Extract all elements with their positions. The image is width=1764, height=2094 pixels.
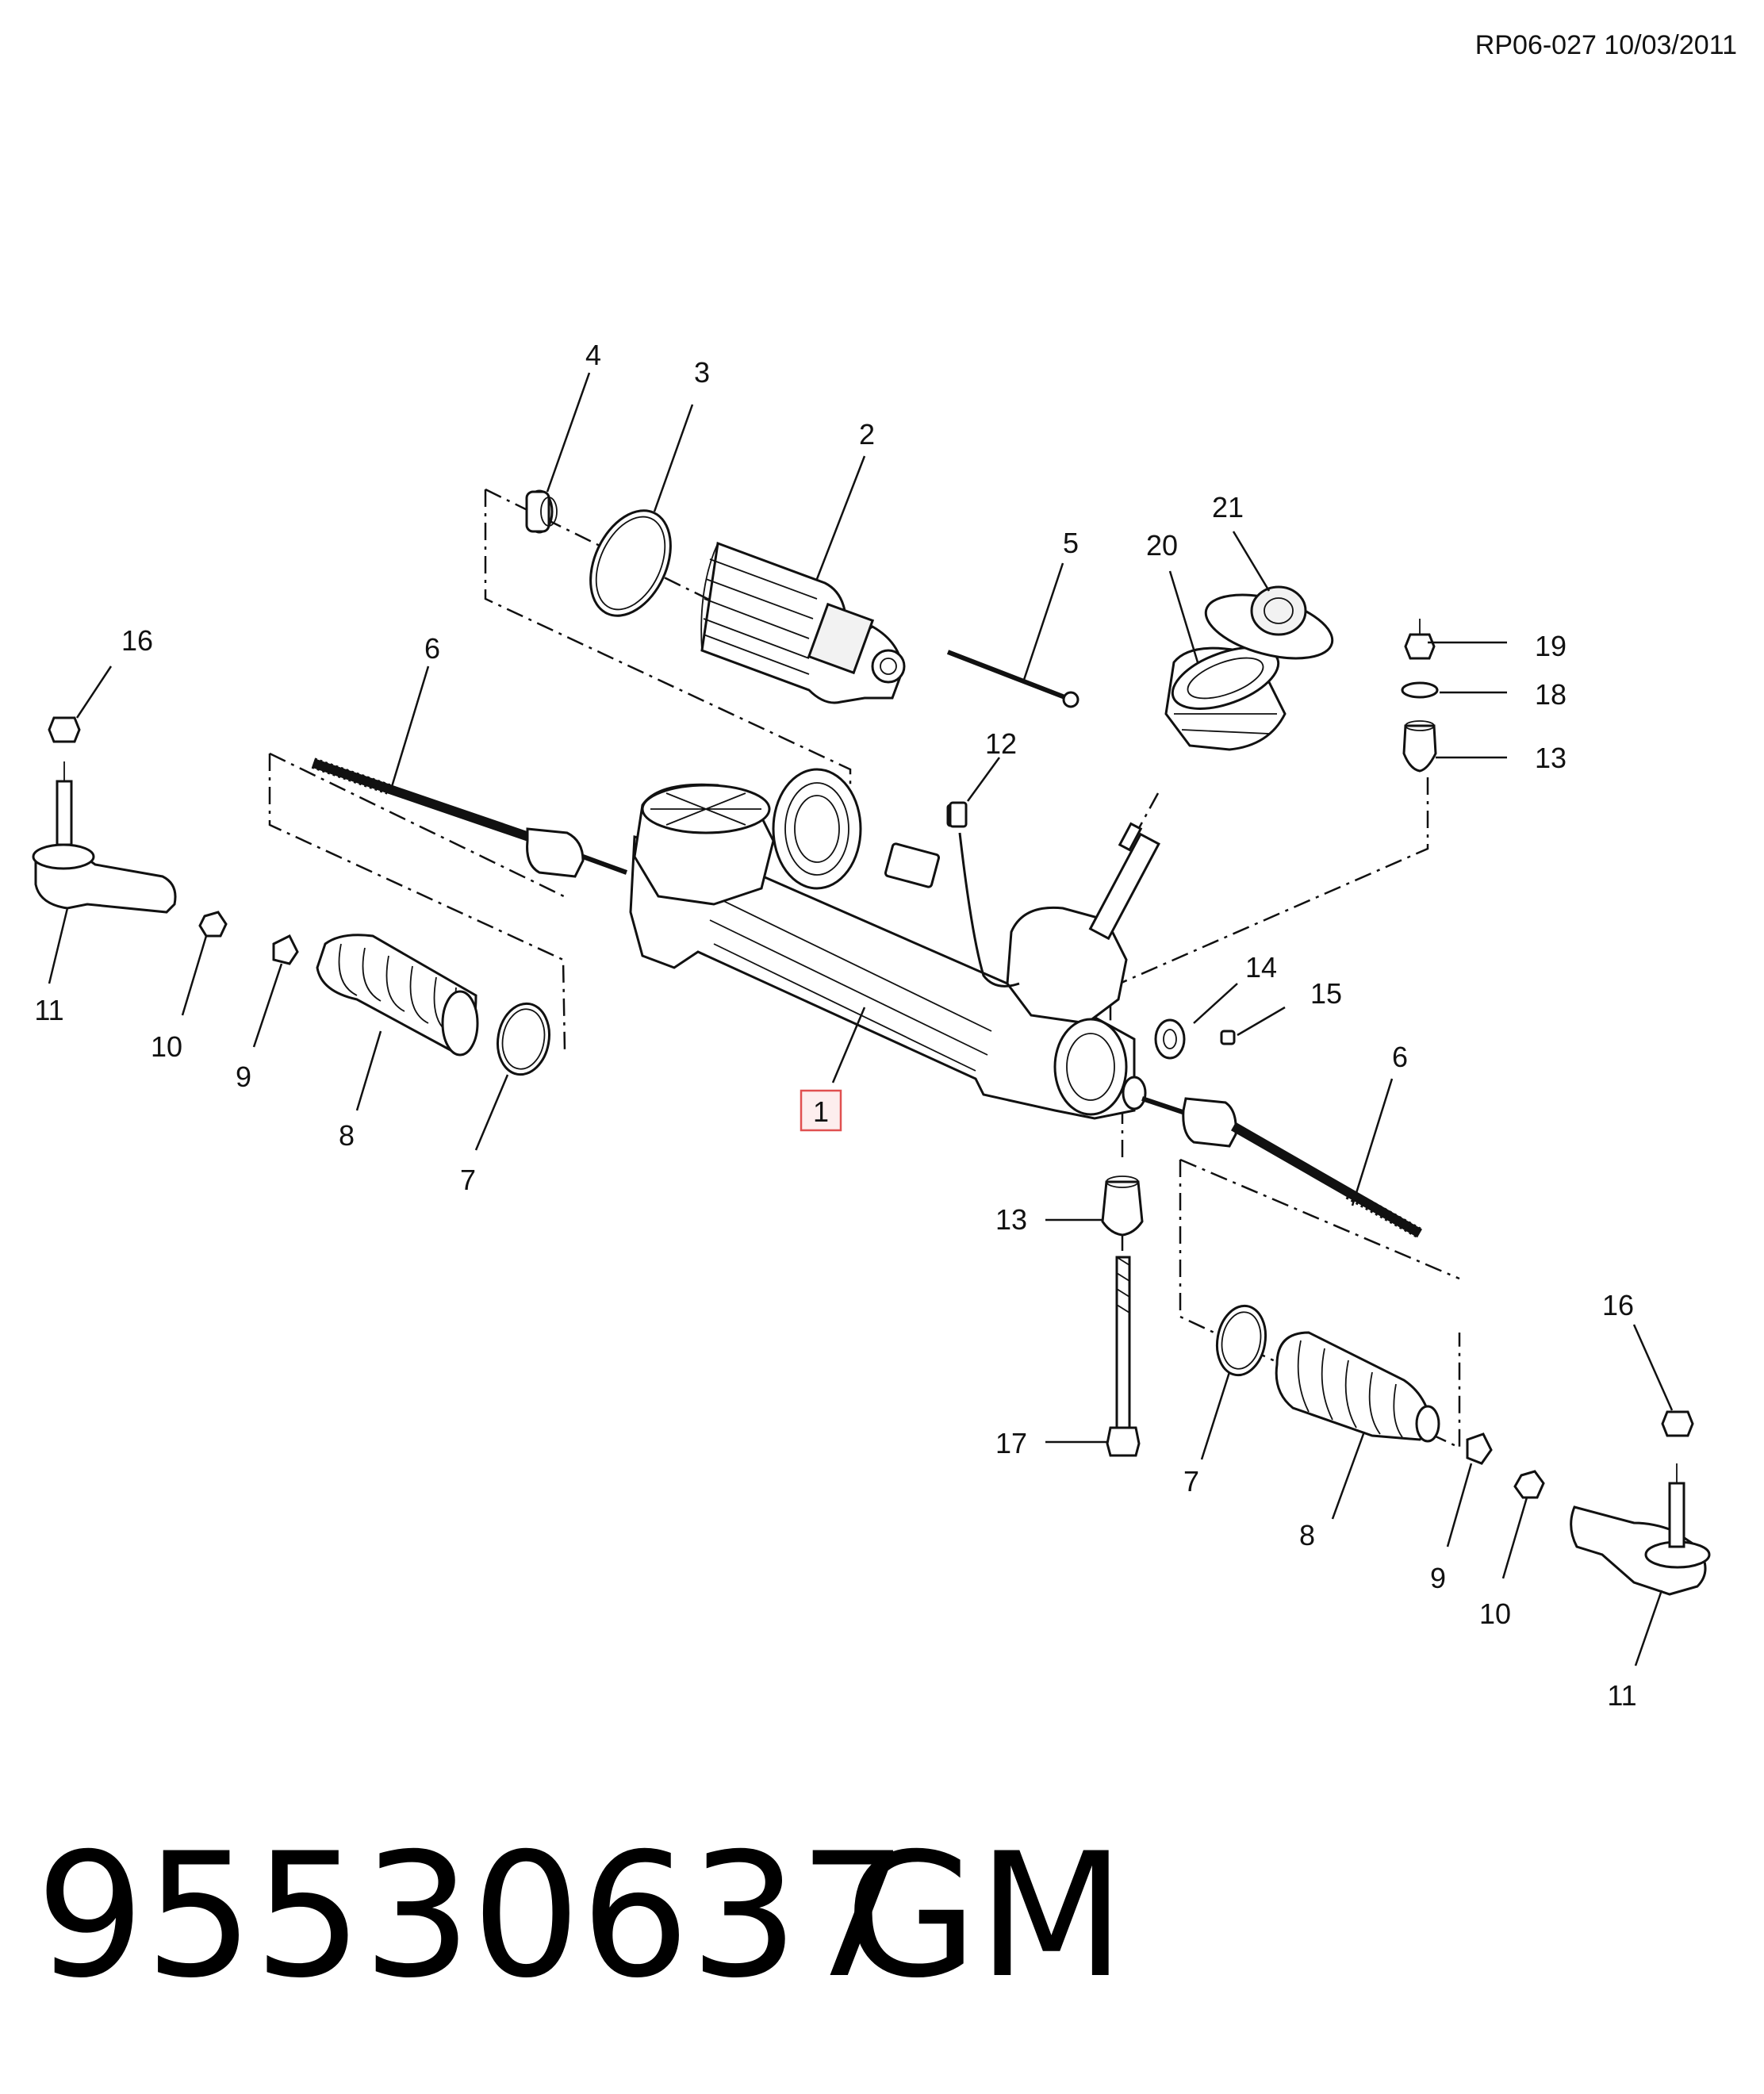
boot-clamp-left bbox=[497, 1002, 550, 1076]
motor-bolt bbox=[946, 650, 1079, 708]
callout-10-right: 10 bbox=[1479, 1597, 1511, 1630]
outer-tie-rod-end-left bbox=[32, 716, 177, 914]
callout-1: 1 bbox=[813, 1095, 829, 1128]
callout-8-left: 8 bbox=[339, 1119, 355, 1152]
electric-motor-assembly bbox=[700, 541, 906, 704]
callout-20: 20 bbox=[1146, 529, 1178, 562]
callout-6-right: 6 bbox=[1392, 1041, 1408, 1073]
bottom-fasteners bbox=[1101, 1175, 1144, 1457]
outer-tie-rod-end-right bbox=[1570, 1410, 1711, 1596]
callout-19: 19 bbox=[1535, 630, 1567, 662]
callout-13-top: 13 bbox=[1535, 742, 1567, 774]
clip-right bbox=[1466, 1432, 1493, 1465]
callout-16-left: 16 bbox=[121, 624, 153, 657]
callout-4: 4 bbox=[585, 339, 601, 371]
jam-nut-right bbox=[1513, 1470, 1545, 1499]
callout-7-right: 7 bbox=[1183, 1465, 1199, 1498]
boot-left bbox=[316, 934, 479, 1057]
reference-code: RP06-027 10/03/2011 bbox=[1475, 30, 1737, 60]
part-number: 95530637 bbox=[36, 1816, 907, 2015]
callout-7-left: 7 bbox=[460, 1164, 476, 1196]
callout-17: 17 bbox=[995, 1427, 1027, 1459]
callout-16-right: 16 bbox=[1602, 1289, 1634, 1321]
o-ring bbox=[589, 509, 672, 617]
boot-clamp-right bbox=[1215, 1304, 1267, 1377]
callout-labels: 1 2 3 4 5 6 6 7 7 8 8 9 9 10 10 11 11 12… bbox=[34, 339, 1636, 1712]
top-right-fasteners bbox=[1401, 619, 1439, 773]
callout-2: 2 bbox=[859, 418, 875, 451]
callout-9-left: 9 bbox=[236, 1060, 251, 1093]
callout-18: 18 bbox=[1535, 678, 1567, 711]
callout-11-left: 11 bbox=[34, 994, 63, 1026]
inner-tie-rod-right bbox=[1141, 1096, 1423, 1239]
callout-21: 21 bbox=[1212, 491, 1244, 524]
callout-6-left: 6 bbox=[424, 632, 440, 665]
highlight-box bbox=[800, 1089, 842, 1132]
callout-10-left: 10 bbox=[151, 1030, 182, 1063]
connector-clip bbox=[949, 801, 968, 828]
steering-rack-housing bbox=[629, 768, 1160, 1120]
brand-name: GM bbox=[845, 1816, 1126, 2015]
callout-8-right: 8 bbox=[1299, 1519, 1315, 1551]
boot-right bbox=[1275, 1331, 1440, 1443]
callout-11-right: 11 bbox=[1607, 1679, 1636, 1712]
callout-13-bottom: 13 bbox=[995, 1203, 1027, 1236]
bushing bbox=[525, 489, 558, 534]
callout-9-right: 9 bbox=[1430, 1562, 1446, 1594]
clip-left bbox=[272, 934, 299, 965]
steering-column-boot bbox=[1164, 646, 1287, 751]
callout-15: 15 bbox=[1310, 977, 1342, 1010]
inner-tie-rod-left bbox=[311, 757, 628, 878]
callout-5: 5 bbox=[1063, 527, 1079, 559]
port-seal-and-plug bbox=[1154, 1018, 1236, 1060]
callout-14: 14 bbox=[1245, 951, 1277, 984]
leader-lines bbox=[48, 372, 1674, 1666]
jam-nut-left bbox=[198, 911, 228, 938]
callout-12: 12 bbox=[985, 727, 1017, 760]
grommet-seal bbox=[1204, 585, 1334, 660]
callout-3: 3 bbox=[694, 356, 710, 389]
